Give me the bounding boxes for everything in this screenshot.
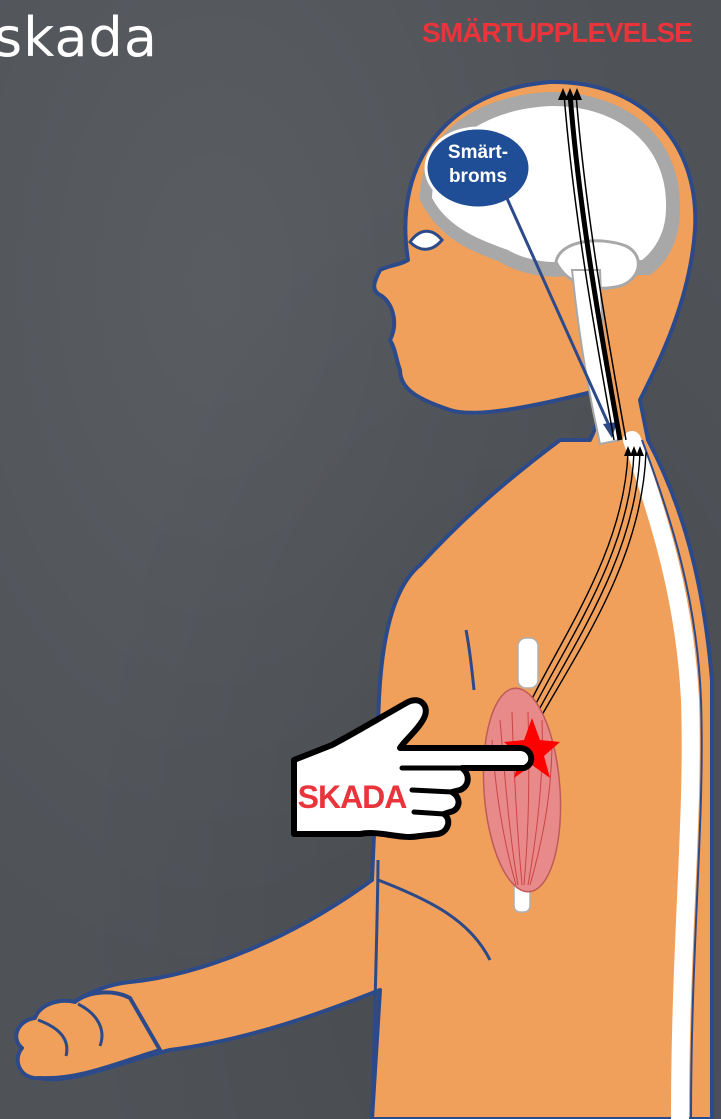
pain-brake-label-line2: broms	[449, 166, 507, 187]
injury-label: SKADA	[298, 779, 408, 815]
pain-brake-label-line1: Smärt-	[448, 142, 508, 163]
pain-experience-label: SMÄRTUPPLEVELSE	[422, 17, 692, 48]
